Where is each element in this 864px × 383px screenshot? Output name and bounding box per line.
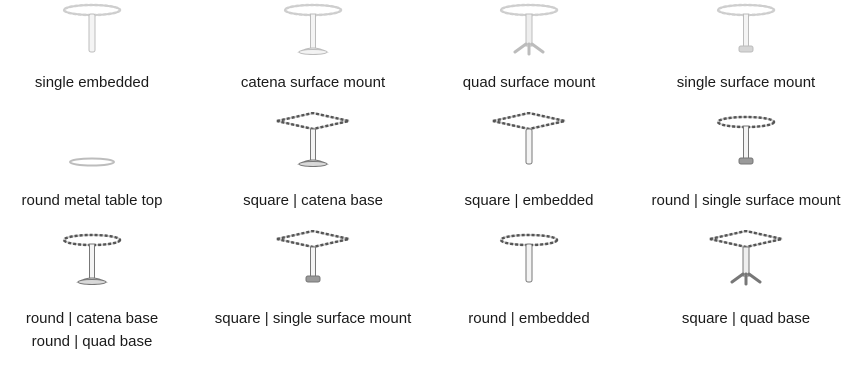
product-label[interactable]: round | quad base — [31, 333, 153, 350]
product-label[interactable]: round | catena base — [25, 310, 159, 327]
table-thumbnail-icon[interactable] — [205, 230, 421, 290]
table-thumbnail-icon[interactable] — [0, 230, 200, 290]
product-label[interactable]: square | embedded — [464, 192, 594, 209]
table-thumbnail-icon[interactable] — [638, 112, 854, 172]
table-thumbnail-icon[interactable] — [205, 0, 421, 60]
table-thumbnail-icon[interactable] — [421, 112, 637, 172]
product-label[interactable]: single surface mount — [676, 74, 816, 91]
table-thumbnail-icon[interactable] — [421, 230, 637, 290]
table-thumbnail-icon[interactable] — [0, 0, 200, 60]
product-label[interactable]: square | single surface mount — [214, 310, 412, 327]
table-thumbnail-icon[interactable] — [638, 230, 854, 290]
product-label[interactable]: round | embedded — [468, 310, 590, 327]
product-label[interactable]: round | single surface mount — [651, 192, 841, 209]
table-thumbnail-icon[interactable] — [0, 112, 200, 172]
product-label[interactable]: catena surface mount — [240, 74, 386, 91]
product-label[interactable]: quad surface mount — [462, 74, 596, 91]
table-thumbnail-icon[interactable] — [205, 112, 421, 172]
table-thumbnail-icon[interactable] — [421, 0, 637, 60]
product-label[interactable]: square | catena base — [243, 192, 383, 209]
product-label[interactable]: single embedded — [34, 74, 150, 91]
product-label[interactable]: square | quad base — [681, 310, 811, 327]
table-thumbnail-icon[interactable] — [638, 0, 854, 60]
product-label[interactable]: round metal table top — [21, 192, 163, 209]
